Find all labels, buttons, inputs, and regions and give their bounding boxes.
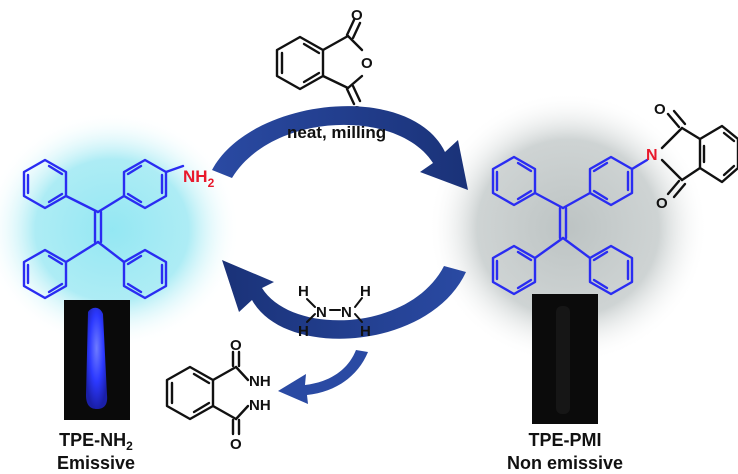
hydrazide-o-bottom: O [230,436,242,453]
forward-condition: neat, milling [287,123,386,142]
phthalimide-group [660,109,738,199]
anhydride-o-top: O [351,7,363,24]
emissive-vial-glow [86,307,108,409]
hydrazine-h2: H [360,283,371,300]
nonemissive-glow [428,92,708,364]
left-compound-name: TPE-NH2 [59,430,133,453]
hydrazine-h1: H [298,283,309,300]
phthalhydrazide [165,350,250,436]
nonemissive-vial-body [556,306,570,414]
hydrazide-nh-top: NH [249,373,271,390]
anhydride-o-ring: O [361,55,373,72]
phthalic-anhydride [275,18,364,106]
imide-o-bottom: O [656,195,668,212]
hydrazine-n1: N [316,304,327,321]
amine-group: NH2 [183,167,215,190]
tpe-nh2-structure [22,158,185,300]
right-compound-name: TPE-PMI [528,430,601,450]
hydrazine-h4: H [360,323,371,340]
byproduct-arrow [278,350,368,404]
right-emission-label: Non emissive [507,453,623,473]
imide-n: N [646,147,658,164]
hydrazine [306,297,363,323]
hydrazide-o-top: O [230,337,242,354]
reverse-arrow [222,260,466,339]
left-emission-label: Emissive [57,453,135,473]
imide-o-top: O [654,101,666,118]
forward-arrow [212,106,468,190]
hydrazine-n2: N [341,304,352,321]
hydrazide-nh-bottom: NH [249,397,271,414]
tpe-pmi-structure [491,155,649,296]
hydrazine-h3: H [298,323,309,340]
